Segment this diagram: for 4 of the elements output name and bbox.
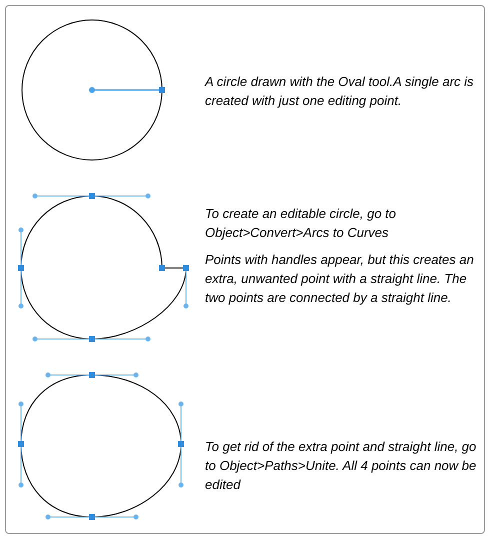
caption-text: A circle drawn with the Oval tool.A single arc is created with just one editing point. [205, 73, 475, 110]
caption-text: To create an editable circle, go to Object>Convert>Arcs to Curves [205, 205, 398, 242]
caption-text: To get rid of the extra point and straight line, go to Object>Paths>Unite. All 4 points can now be edited [205, 438, 478, 494]
caption-text: Points with handles appear, but this creates an extra, unwanted point with a straight line. The two points are connected by a straight line. [205, 251, 475, 307]
